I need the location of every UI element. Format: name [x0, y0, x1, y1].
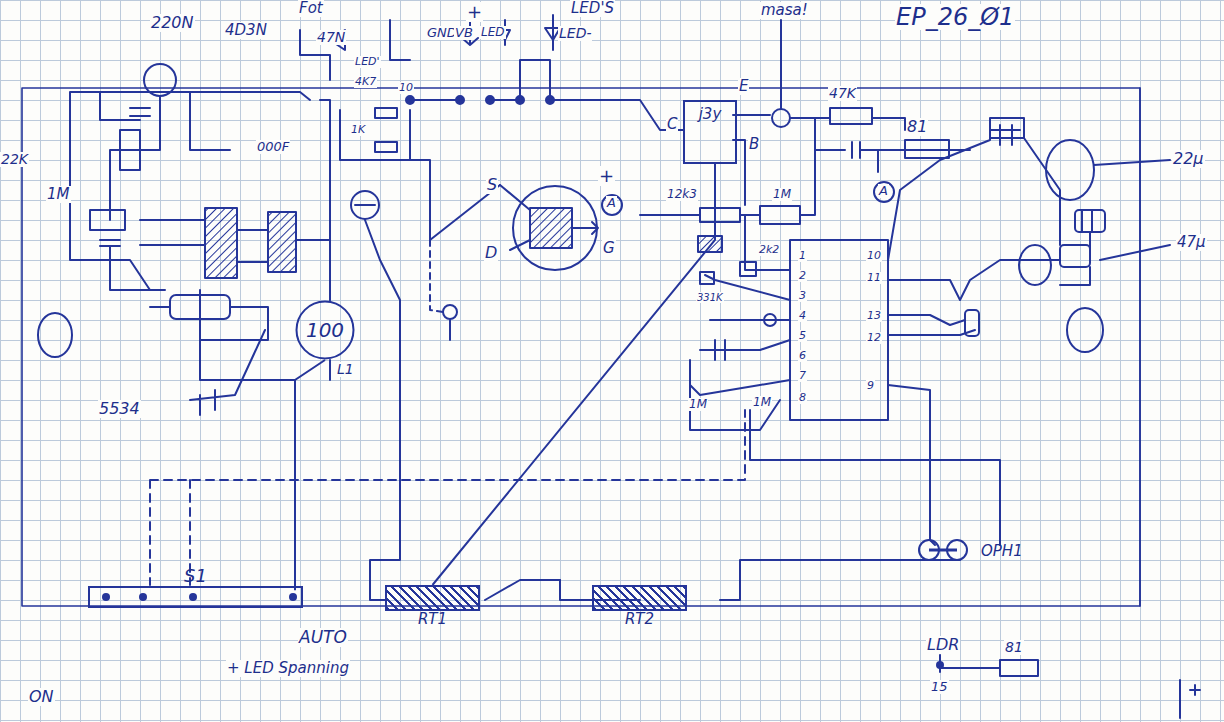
part-label: 12 — [866, 332, 882, 344]
part-label: + — [466, 2, 483, 22]
part-label: C — [666, 116, 678, 133]
part-label: 1K — [350, 124, 366, 136]
part-label: 8 — [798, 392, 807, 404]
part-label: 000F — [256, 140, 290, 154]
optocoupler-part: OPH1 — [915, 536, 1023, 566]
part-name: OPH1 — [981, 543, 1023, 560]
trimmer-block: RT1 — [385, 585, 480, 628]
part-label: A — [606, 196, 617, 210]
part-label: 81 — [1004, 640, 1024, 655]
part-label: 10 — [866, 250, 882, 262]
part-label: 2 — [798, 270, 807, 282]
part-label: 12k3 — [666, 188, 698, 201]
part-label: LED'S — [570, 0, 615, 17]
part-label: B — [748, 136, 760, 153]
part-label: 1M — [752, 396, 772, 409]
part-label: 331K — [696, 292, 724, 303]
switch-block: S1 — [88, 566, 303, 608]
terminal-dot — [189, 593, 197, 601]
part-label: 22K — [0, 152, 29, 167]
part-label: 220N — [150, 14, 195, 32]
part-label: LED' — [354, 56, 381, 68]
part-label: S — [486, 176, 498, 194]
part-label: LDR — [926, 636, 960, 654]
part-label: 1M — [46, 186, 71, 203]
part-label: + — [598, 166, 615, 186]
wire-connector — [295, 360, 325, 590]
part-label: 81 — [906, 118, 928, 136]
part-label: G — [602, 240, 616, 257]
part-label: LED — [480, 26, 506, 39]
part-label: 6 — [798, 350, 807, 362]
part-label: 15 — [930, 680, 949, 694]
part-label: 1M — [688, 398, 708, 411]
part-label: L1 — [336, 362, 355, 377]
capacitor-circle: 100 — [295, 300, 355, 360]
part-name: RT2 — [592, 611, 687, 628]
part-label: D — [484, 244, 498, 262]
terminal-dot — [289, 593, 297, 601]
part-label: 5 — [798, 330, 807, 342]
part-label: 7 — [798, 370, 807, 382]
part-label: 1 — [798, 250, 807, 262]
part-label: 9 — [866, 380, 875, 392]
part-label: masa! — [760, 2, 809, 19]
part-label: 11 — [866, 272, 882, 284]
part-label: 13 — [866, 310, 882, 322]
terminal-dot — [139, 593, 147, 601]
part-label: 4D3N — [224, 22, 268, 39]
part-label: E — [738, 78, 749, 95]
part-label: ON — [28, 688, 55, 706]
sheet-title: EP_26_Ø1 — [895, 4, 1015, 30]
part-name: S1 — [88, 566, 303, 586]
part-label: 1M — [772, 188, 792, 201]
part-label: 22µ — [1172, 150, 1205, 168]
part-label: + LED Spanning — [226, 660, 350, 677]
part-label: 10 — [398, 82, 414, 94]
trimmer-hatch — [592, 585, 687, 611]
wire-connector — [433, 164, 716, 585]
trimmer-block: RT2 — [592, 585, 687, 628]
trimmer-hatch — [385, 585, 480, 611]
part-label: 2k2 — [758, 244, 780, 256]
part-name: RT1 — [385, 611, 480, 628]
optocoupler-symbol — [915, 536, 971, 566]
part-label: 47N — [316, 30, 346, 45]
terminal-dot — [102, 593, 110, 601]
part-label: VB — [454, 26, 474, 40]
part-label: Fot — [298, 0, 324, 17]
part-label: 47K — [828, 86, 857, 101]
part-label: 47µ — [1176, 234, 1207, 251]
part-label: 4K7 — [354, 76, 377, 88]
part-label: A — [878, 184, 889, 198]
part-label: AUTO — [298, 628, 348, 647]
part-label: 5534 — [98, 400, 141, 418]
part-label: LED- — [558, 26, 592, 41]
part-label: 3 — [798, 290, 807, 302]
part-name: 100 — [306, 319, 344, 341]
transistor-box: j3y — [683, 100, 737, 164]
part-label: 4 — [798, 310, 807, 322]
part-name: j3y — [685, 106, 735, 123]
